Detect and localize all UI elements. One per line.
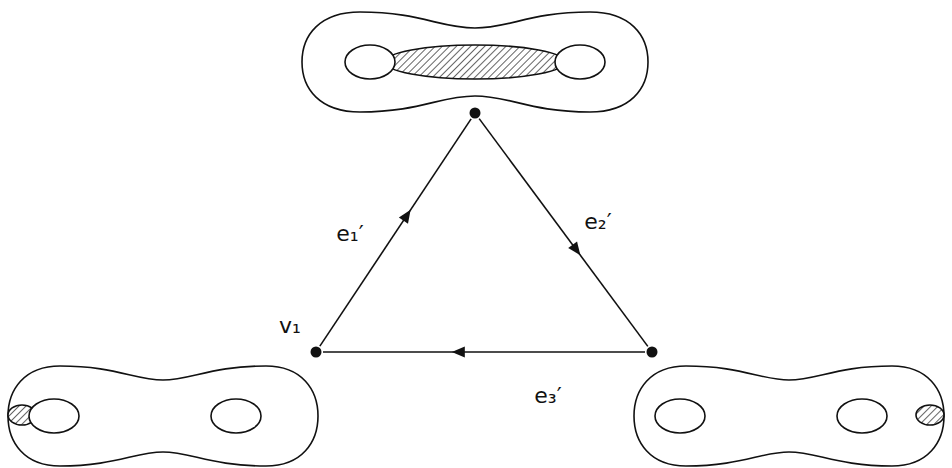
vertex-dot: [309, 345, 323, 359]
genus-two-surface: [302, 12, 648, 112]
vertex-dot: [468, 106, 482, 120]
genus-two-surface: [634, 366, 944, 466]
edge-label: e₁′: [334, 222, 365, 246]
edge-label: e₃′: [532, 384, 563, 408]
arrowhead: [452, 347, 465, 358]
vertex-dot: [645, 345, 659, 359]
arrowhead: [399, 210, 411, 224]
arrowhead: [568, 242, 580, 256]
directed-edge: [320, 119, 471, 346]
directed-edge: [479, 119, 648, 347]
edge-label: e₂′: [582, 210, 613, 234]
graph-vertex: [645, 345, 659, 359]
vertex-label: v₁: [279, 314, 301, 338]
genus-two-surface: [8, 366, 318, 466]
directed-edge: [323, 351, 645, 353]
graph-vertex: [468, 106, 482, 120]
graph-vertex: v₁: [309, 345, 323, 359]
